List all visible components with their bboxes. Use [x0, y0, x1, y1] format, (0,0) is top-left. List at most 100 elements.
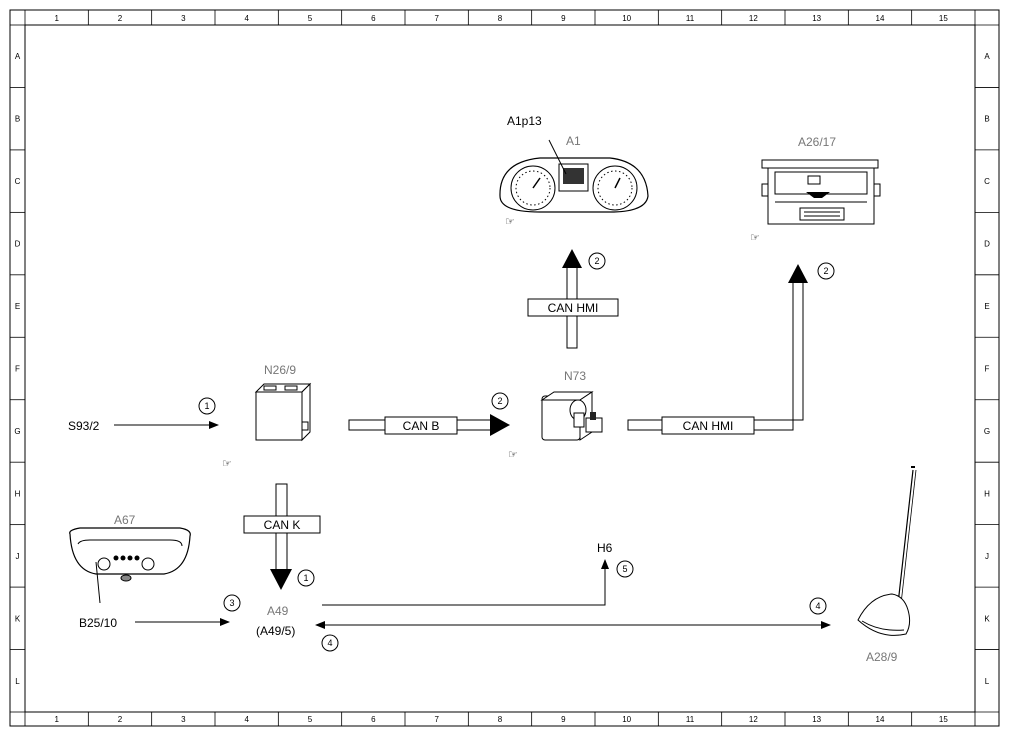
overhead-module-a67 — [69, 527, 191, 604]
grid-row-label: B — [15, 115, 20, 124]
grid-column-label: 2 — [118, 715, 123, 724]
label-a1: A1 — [566, 134, 581, 148]
grid-column-label: 14 — [876, 715, 885, 724]
marker-a49: 4 — [321, 634, 339, 652]
label-s93-2: S93/2 — [68, 419, 100, 433]
bus-label-can-hmi-vertical: CAN HMI — [548, 301, 599, 315]
grid-column-label: 5 — [308, 14, 313, 23]
grid-column-label: 7 — [434, 14, 439, 23]
grid-row-label: A — [15, 52, 21, 61]
grid-row-label: E — [984, 302, 989, 311]
marker-s93: 1 — [198, 397, 216, 415]
marker-a28: 4 — [809, 597, 827, 615]
svg-text:1: 1 — [204, 401, 209, 411]
inner-frame — [24, 24, 976, 713]
grid-row-label: A — [984, 52, 990, 61]
label-n26-9: N26/9 — [264, 363, 296, 377]
hand-pointer-icon: ☞ — [222, 458, 232, 470]
grid-row-label: G — [984, 427, 990, 436]
bus-label-can-b: CAN B — [403, 419, 440, 433]
grid-row-label: E — [15, 302, 20, 311]
hand-pointer-icon: ☞ — [508, 449, 518, 461]
outer-frame — [9, 9, 1000, 727]
label-a49-5: (A49/5) — [256, 624, 295, 638]
grid-column-label: 8 — [498, 715, 503, 724]
label-a28-9: A28/9 — [866, 650, 898, 664]
grid-row-label: K — [984, 614, 990, 623]
grid-column-label: 10 — [622, 715, 631, 724]
antenna-a28-9 — [857, 466, 917, 636]
grid-column-label: 6 — [371, 715, 376, 724]
grid-column-label: 9 — [561, 14, 566, 23]
grid-row-label: B — [984, 115, 989, 124]
hand-pointer-icon: ☞ — [750, 232, 760, 244]
signal-line-h6 — [322, 559, 609, 606]
svg-text:1: 1 — [303, 573, 308, 583]
label-a67: A67 — [114, 513, 136, 527]
grid-column-label: 9 — [561, 715, 566, 724]
grid-row-label: L — [15, 677, 20, 686]
label-a49: A49 — [267, 604, 289, 618]
grid-row-label: C — [15, 177, 21, 186]
label-n73: N73 — [564, 369, 586, 383]
bus-box-can-hmi-horizontal — [661, 416, 755, 435]
grid-column-label: 4 — [244, 715, 249, 724]
bus-box-can-k — [243, 515, 321, 534]
grid-column-label: 1 — [54, 715, 59, 724]
hand-pointer-icon: ☞ — [505, 216, 515, 228]
svg-text:2: 2 — [823, 266, 828, 276]
svg-text:2: 2 — [594, 256, 599, 266]
grid-row-label: L — [985, 677, 990, 686]
grid-column-label: 11 — [686, 14, 695, 23]
grid-row-label: F — [15, 365, 20, 374]
grid-row-label: J — [16, 552, 20, 561]
marker-a1: 2 — [588, 252, 606, 270]
marker-a26: 2 — [817, 262, 835, 280]
grid-row-label: C — [984, 177, 990, 186]
grid-column-label: 8 — [498, 14, 503, 23]
svg-text:4: 4 — [815, 601, 820, 611]
grid-row-label: D — [15, 240, 21, 249]
grid-column-label: 3 — [181, 715, 186, 724]
ignition-switch-n73 — [540, 391, 603, 441]
grid-row-label: G — [14, 427, 20, 436]
grid-row-label: H — [15, 489, 21, 498]
control-module-n26-9 — [254, 382, 312, 442]
label-a26-17: A26/17 — [798, 135, 836, 149]
grid-column-label: 2 — [118, 14, 123, 23]
grid-row-label: F — [985, 365, 990, 374]
grid-column-label: 10 — [622, 14, 631, 23]
grid-column-label: 12 — [749, 715, 758, 724]
grid-row-label: D — [984, 240, 990, 249]
grid-column-label: 15 — [939, 14, 948, 23]
bus-box-can-b — [384, 416, 458, 435]
grid-column-label: 1 — [54, 14, 59, 23]
grid-row-label: J — [985, 552, 989, 561]
grid-column-label: 7 — [434, 715, 439, 724]
bus-label-can-k: CAN K — [264, 518, 301, 532]
can-hmi-arrow-to-a26 — [627, 264, 808, 431]
svg-text:4: 4 — [327, 638, 332, 648]
label-h6: H6 — [597, 541, 613, 555]
grid-column-label: 4 — [244, 14, 249, 23]
label-a1p13: A1p13 — [507, 114, 542, 128]
grid-row-label: H — [984, 489, 990, 498]
grid-column-label: 14 — [876, 14, 885, 23]
svg-text:2: 2 — [497, 396, 502, 406]
marker-b25: 3 — [223, 594, 241, 612]
grid-column-label: 6 — [371, 14, 376, 23]
grid-column-label: 3 — [181, 14, 186, 23]
bus-label-can-hmi-horizontal: CAN HMI — [683, 419, 734, 433]
marker-can-k: 1 — [297, 569, 315, 587]
grid-column-label: 13 — [812, 14, 821, 23]
bus-box-can-hmi-vertical — [527, 298, 619, 317]
grid-column-label: 11 — [686, 715, 695, 724]
grid-row-label: K — [15, 614, 21, 623]
grid-column-label: 12 — [749, 14, 758, 23]
grid-column-label: 5 — [308, 715, 313, 724]
marker-h6: 5 — [616, 560, 634, 578]
instrument-cluster-a1 — [499, 139, 649, 213]
label-b25-10: B25/10 — [79, 616, 117, 630]
grid-column-label: 13 — [812, 715, 821, 724]
